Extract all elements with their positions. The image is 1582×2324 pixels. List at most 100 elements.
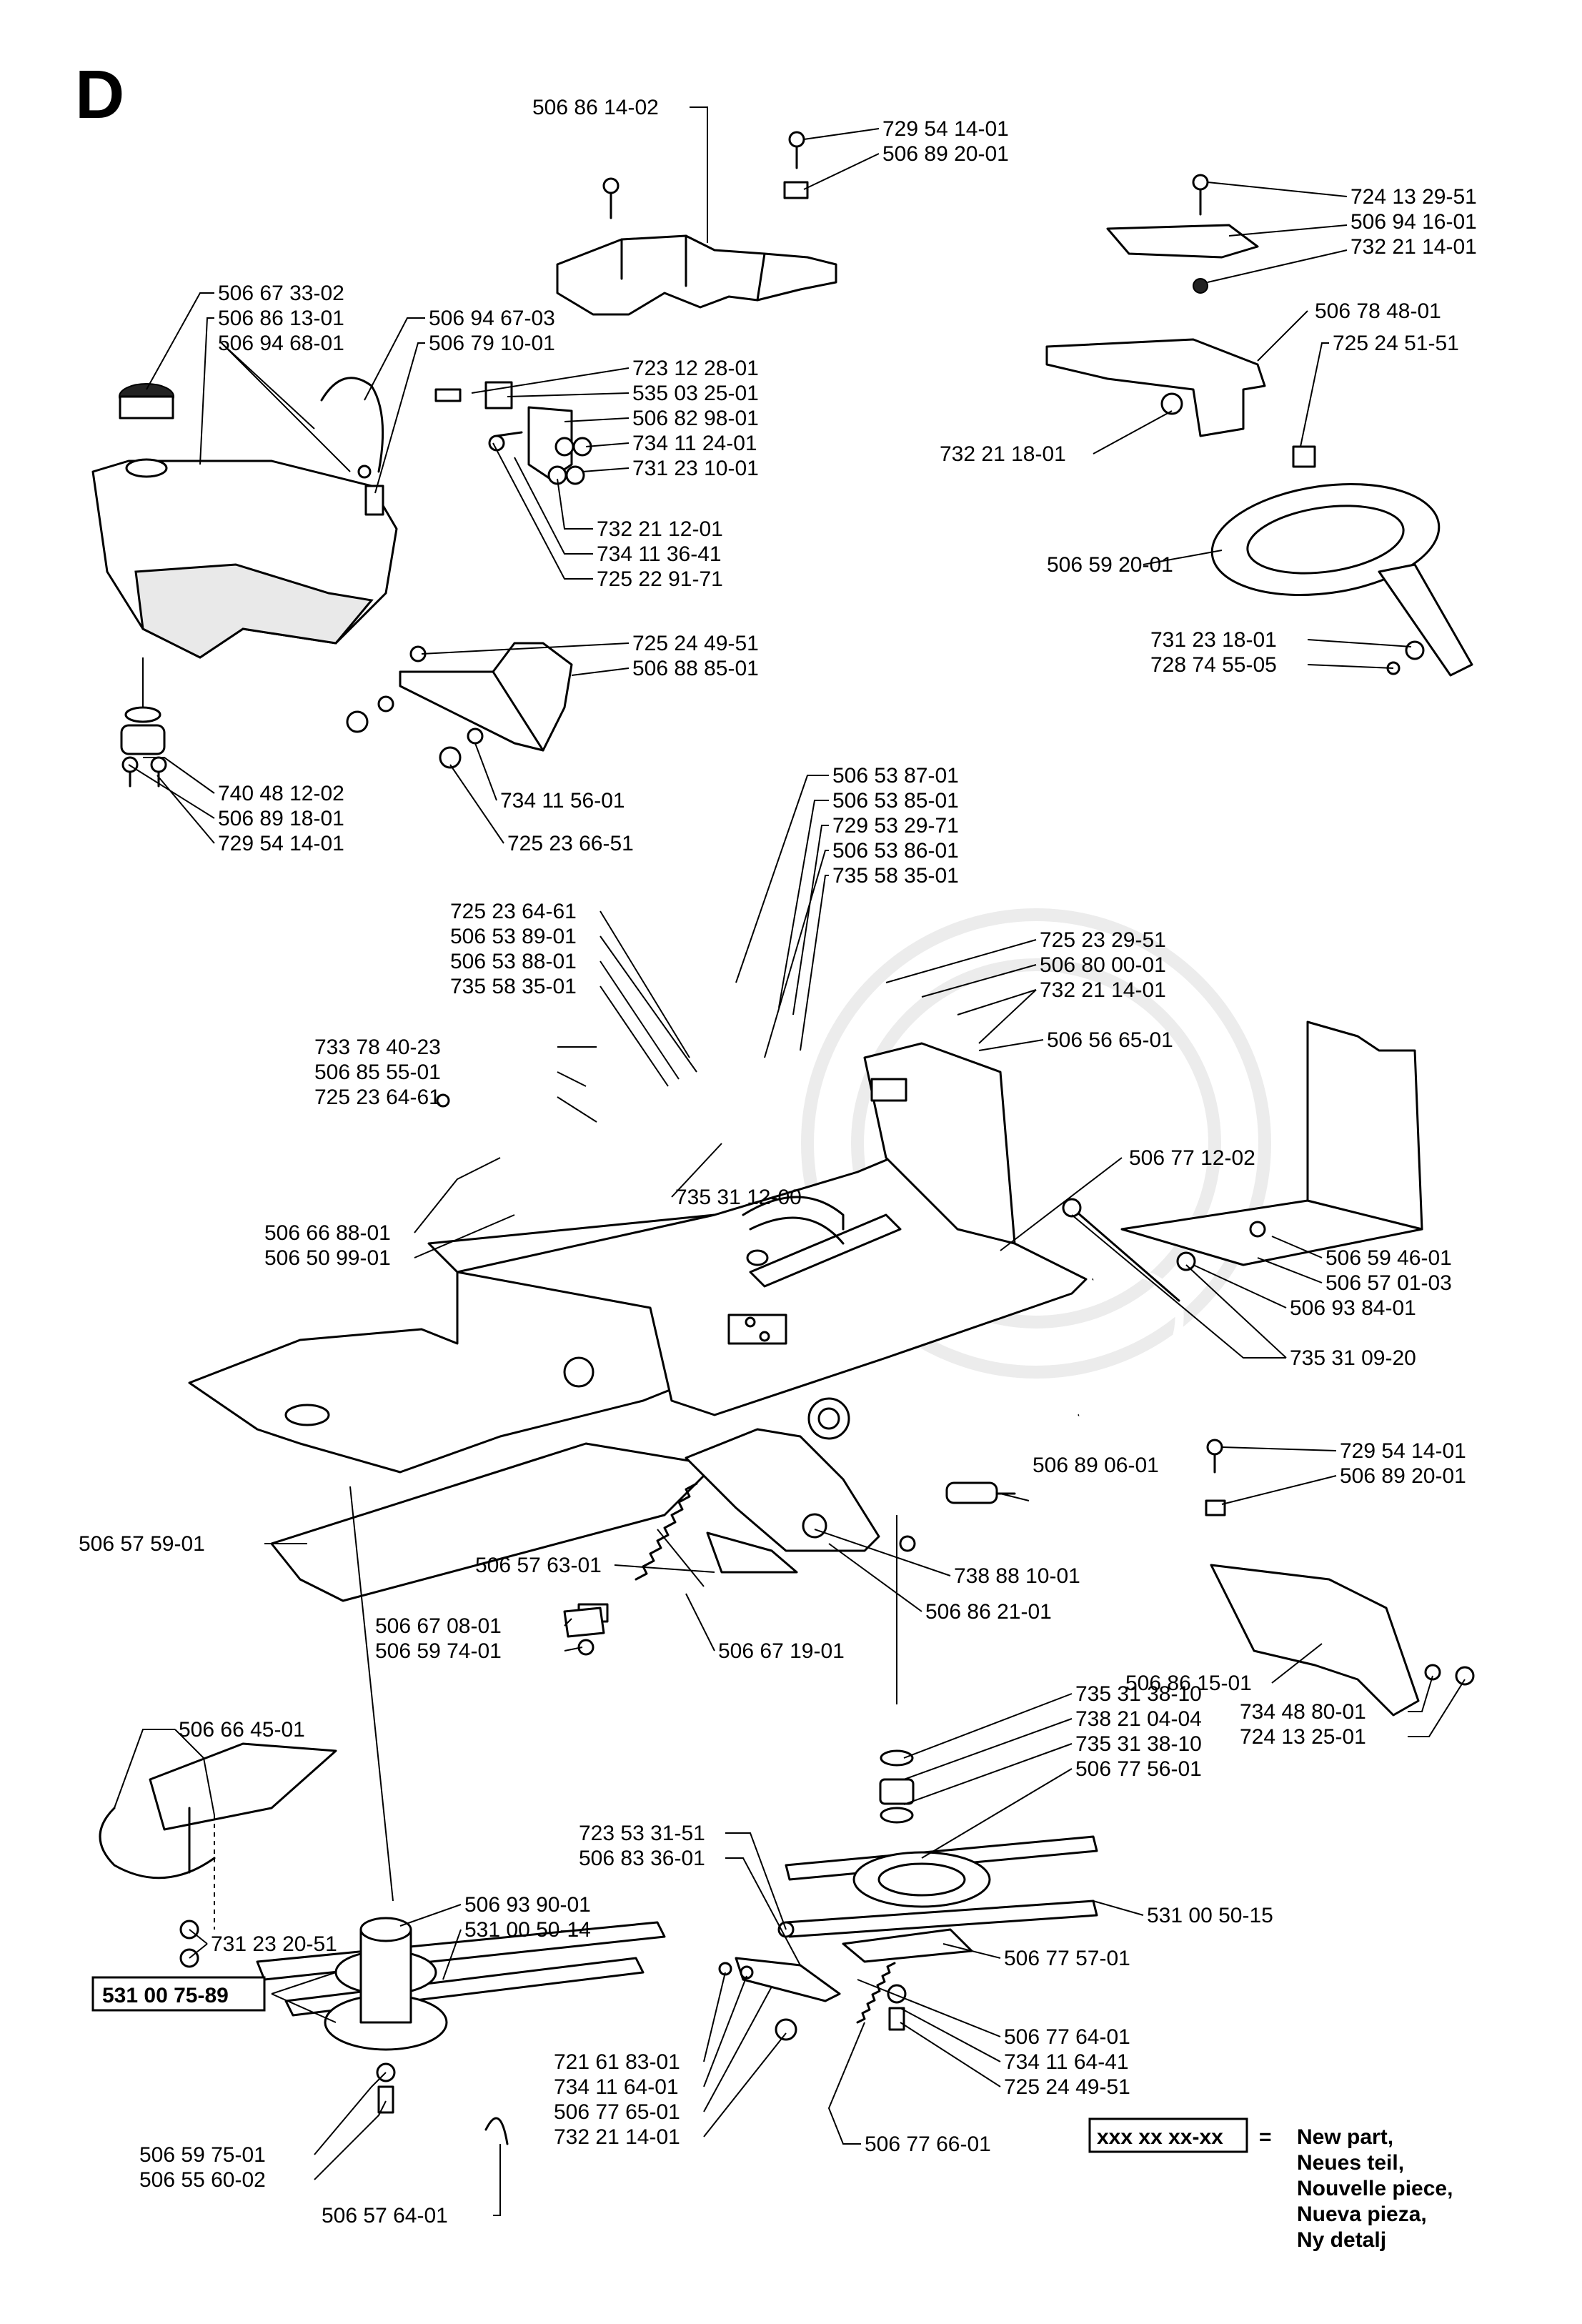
part-label: 506 82 98-01	[632, 407, 759, 430]
legend-line: Nueva pieza,	[1297, 2203, 1427, 2226]
pivot-axle-part	[802, 1481, 1016, 1552]
part-label: 740 48 12-02	[218, 782, 344, 805]
part-label: 506 89 20-01	[1340, 1464, 1466, 1488]
part-label: 506 86 15-01	[1125, 1672, 1252, 1695]
part-label: 506 53 87-01	[832, 764, 959, 788]
part-label: 734 48 80-01	[1240, 1700, 1366, 1724]
legend-line: Neues teil,	[1297, 2151, 1404, 2175]
part-label: 531 00 50-14	[464, 1918, 591, 1942]
part-label: 506 85 55-01	[314, 1061, 441, 1084]
part-label: 506 53 85-01	[832, 789, 959, 813]
part-label: 723 53 31-51	[579, 1822, 705, 1845]
part-label: 506 93 84-01	[1290, 1296, 1416, 1320]
kit-number: 531 00 75-89	[102, 1984, 229, 2007]
part-label: 506 57 63-01	[475, 1554, 602, 1577]
steering-wheel-part	[1210, 482, 1473, 677]
part-label: 506 77 57-01	[1004, 1947, 1130, 1970]
part-label: 724 13 25-01	[1240, 1725, 1366, 1749]
part-label: 729 54 14-01	[218, 832, 344, 855]
alignment-lines	[349, 1486, 897, 1902]
part-label: 506 77 64-01	[1004, 2025, 1130, 2049]
part-label: 729 54 14-01	[882, 117, 1009, 141]
section-letter: D	[75, 56, 124, 133]
part-label: 535 03 25-01	[632, 382, 759, 405]
part-label: 734 11 24-01	[632, 432, 757, 455]
part-label: 725 22 91-71	[597, 567, 723, 591]
part-label: 506 59 75-01	[139, 2143, 266, 2167]
part-label: 721 61 83-01	[554, 2050, 680, 2074]
part-label: 738 21 04-04	[1075, 1707, 1202, 1731]
part-label: 506 86 13-01	[218, 307, 344, 330]
part-label: 506 83 36-01	[579, 1847, 705, 1870]
part-label: 506 59 20-01	[1047, 553, 1173, 577]
part-label: 732 21 14-01	[554, 2125, 680, 2149]
part-label: 738 88 10-01	[954, 1564, 1080, 1588]
part-label: 732 21 14-01	[1350, 235, 1477, 259]
part-label: 732 21 18-01	[940, 442, 1066, 466]
part-label: 506 66 88-01	[264, 1221, 391, 1245]
part-label: 734 11 36-41	[597, 542, 722, 566]
part-label: 725 24 51-51	[1333, 332, 1459, 355]
left-pulley-part	[256, 1917, 666, 2114]
part-label: 735 31 38-10	[1075, 1682, 1202, 1706]
part-label: 506 53 88-01	[450, 950, 577, 973]
part-label: 506 59 74-01	[375, 1639, 502, 1663]
part-label: 735 58 35-01	[832, 864, 959, 888]
legend-line: Ny detalj	[1297, 2228, 1386, 2252]
part-label: 506 57 64-01	[322, 2204, 448, 2228]
part-label: 506 77 66-01	[865, 2132, 991, 2156]
part-label: 506 53 86-01	[832, 839, 959, 863]
part-label: 506 94 68-01	[218, 332, 344, 355]
part-label: 732 21 12-01	[597, 517, 723, 541]
seat-bracket-part	[346, 642, 573, 769]
part-label: 734 11 64-01	[554, 2075, 679, 2099]
part-label: 731 23 18-01	[1150, 628, 1277, 652]
belt-guide-part	[99, 1742, 337, 1968]
part-label: 734 11 56-01	[500, 789, 625, 813]
rear-bumper-part	[1078, 1268, 1184, 1419]
part-label: 506 77 12-02	[1129, 1146, 1255, 1170]
part-label: 506 59 46-01	[1325, 1246, 1452, 1270]
part-label: 728 74 55-05	[1150, 653, 1277, 677]
part-label: 506 55 60-02	[139, 2168, 266, 2192]
part-label: 506 78 48-01	[1315, 299, 1441, 323]
dash-bracket-part	[1045, 174, 1316, 468]
fuel-filter-part	[120, 657, 167, 788]
part-label: 725 24 49-51	[1004, 2075, 1130, 2099]
part-label: 725 23 29-51	[1040, 928, 1166, 952]
part-label: 735 31 09-20	[1290, 1346, 1416, 1370]
legend-line: New part,	[1297, 2125, 1393, 2149]
part-label: 506 67 19-01	[718, 1639, 845, 1663]
part-label: 725 24 49-51	[632, 632, 759, 655]
part-label: 506 53 89-01	[450, 925, 577, 948]
kit-number-box: 531 00 75-89	[91, 1976, 266, 2012]
part-label: 506 94 16-01	[1350, 210, 1477, 234]
legend-sample: xxx xx xx-xx	[1097, 2125, 1223, 2149]
part-label: 735 31 38-10	[1075, 1732, 1202, 1756]
fuel-tank-part	[91, 377, 398, 659]
part-label: 506 66 45-01	[179, 1718, 305, 1742]
part-label: 506 67 33-02	[218, 282, 344, 305]
part-label: 506 79 10-01	[429, 332, 555, 355]
part-label: 506 80 00-01	[1040, 953, 1166, 977]
legend-line: Nouvelle piece,	[1297, 2177, 1453, 2200]
part-label: 735 58 35-01	[450, 975, 577, 998]
bracket-assembly-part	[434, 381, 592, 485]
part-label: 506 89 20-01	[882, 142, 1009, 166]
part-label: 731 23 10-01	[632, 457, 759, 480]
part-label: 725 23 64-61	[314, 1086, 441, 1109]
side-cover-part	[1205, 1439, 1475, 1717]
rear-plate-part	[1062, 1021, 1423, 1302]
seat-cover-part	[556, 131, 837, 316]
part-label: 733 78 40-23	[314, 1036, 441, 1059]
part-label: 506 77 56-01	[1075, 1757, 1202, 1781]
part-label: 506 57 01-03	[1325, 1271, 1452, 1295]
legend: xxx xx xx-xx = New part, Neues teil, Nou…	[1088, 2117, 1453, 2252]
part-labels: 506 86 14-02 729 54 14-01 506 89 20-01 7…	[79, 96, 1477, 2228]
part-label: 506 94 67-03	[429, 307, 555, 330]
part-label: 506 89 18-01	[218, 807, 344, 830]
part-label: 506 67 08-01	[375, 1614, 502, 1638]
part-label: 731 23 20-51	[211, 1932, 337, 1956]
part-label: 723 12 28-01	[632, 357, 759, 380]
